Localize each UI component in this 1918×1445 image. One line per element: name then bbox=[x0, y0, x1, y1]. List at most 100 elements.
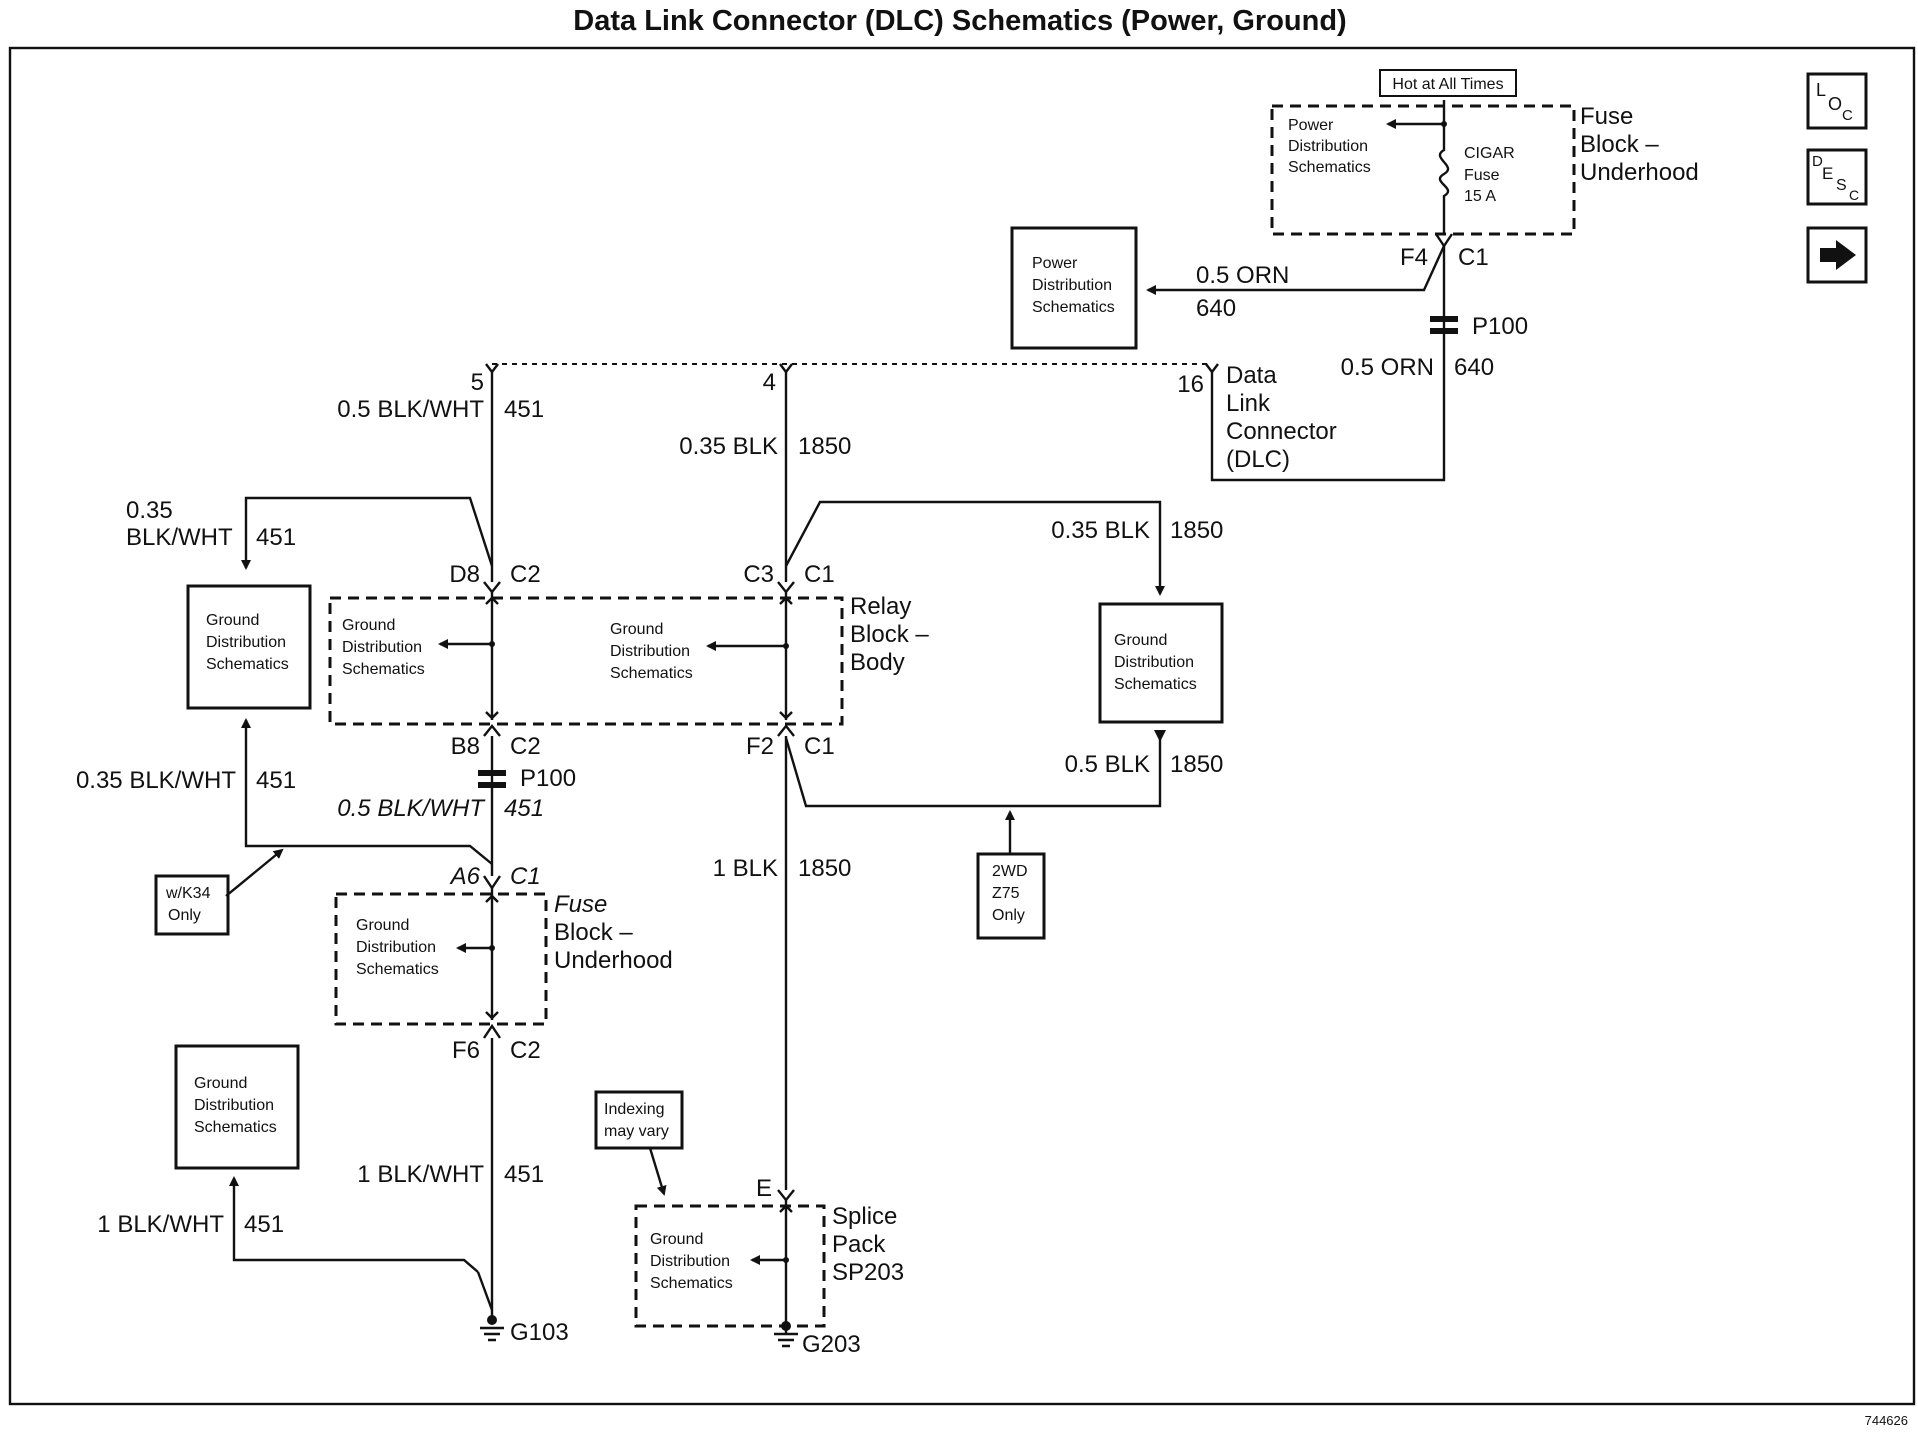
dlc-pin4 bbox=[779, 363, 793, 374]
wire-640-to-dlc bbox=[1210, 246, 1446, 482]
wire-1850-branch-bottom bbox=[784, 730, 1162, 808]
note-2wd-2: Z75 bbox=[992, 885, 1020, 902]
wk34-note-2: Only bbox=[168, 907, 201, 924]
left-branch-bottom-size: 0.35 BLK/WHT bbox=[76, 767, 236, 794]
p100-top-label: P100 bbox=[1472, 313, 1528, 340]
right-branch-top-size: 0.35 BLK bbox=[1051, 517, 1150, 544]
fb-gds-3: Schematics bbox=[356, 961, 439, 978]
indexing-note-2: may vary bbox=[604, 1123, 669, 1140]
p100-top-connector bbox=[1430, 316, 1458, 334]
wire-1850-mid-size: 1 BLK bbox=[713, 855, 778, 882]
fuse-block-top-name-1: Fuse bbox=[1580, 103, 1633, 130]
gds-box-lower-left-3: Schematics bbox=[194, 1119, 277, 1136]
svg-text:Hot at All Times: Hot at All Times bbox=[1392, 76, 1503, 93]
gds-box-left[interactable] bbox=[186, 584, 312, 710]
splice-gds-3: Schematics bbox=[650, 1275, 733, 1292]
right-branch-bottom-size: 0.5 BLK bbox=[1065, 751, 1150, 778]
fuse-label-3: 15 A bbox=[1464, 188, 1496, 205]
connector-d8 bbox=[483, 581, 501, 594]
hot-at-all-times-label: Hot at All Times bbox=[1379, 69, 1517, 97]
fuse-block-top-pds-2: Distribution bbox=[1288, 138, 1368, 155]
gds-box-lower-left-2: Distribution bbox=[194, 1097, 274, 1114]
fuse-block-bottom-name-2: Block – bbox=[554, 919, 633, 946]
wire-451-left-circuit: 451 bbox=[244, 1211, 284, 1238]
wire-1850-branch-top bbox=[784, 500, 1165, 596]
splice-gds-2: Distribution bbox=[650, 1253, 730, 1270]
fuse-label-1: CIGAR bbox=[1464, 145, 1515, 162]
gds-box-left-2: Distribution bbox=[206, 634, 286, 651]
splice-pack-outline bbox=[634, 1204, 826, 1328]
figure-id: 744626 bbox=[1865, 1413, 1908, 1428]
fuse-block-top-name-3: Underhood bbox=[1580, 159, 1699, 186]
relay-gds-mid-2: Distribution bbox=[610, 643, 690, 660]
fuse-label-2: Fuse bbox=[1464, 167, 1500, 184]
conn-a6: C1 bbox=[510, 863, 541, 890]
fuse-block-top-pds-3: Schematics bbox=[1288, 159, 1371, 176]
wire-451-top-circuit: 451 bbox=[504, 396, 544, 423]
gds-box-right-2: Distribution bbox=[1114, 654, 1194, 671]
right-branch-bottom-circuit: 1850 bbox=[1170, 751, 1223, 778]
diagram-frame bbox=[8, 46, 1916, 1406]
wire-640-size: 0.5 ORN bbox=[1196, 262, 1289, 289]
left-branch-circuit: 451 bbox=[256, 524, 296, 551]
next-button[interactable] bbox=[1806, 226, 1868, 284]
dlc-pin16-label: 16 bbox=[1177, 371, 1204, 398]
ground-g103-label: G103 bbox=[510, 1319, 569, 1346]
ground-g203-icon bbox=[774, 1321, 798, 1348]
wk34-note-1: w/K34 bbox=[165, 885, 211, 902]
gds-box-right[interactable] bbox=[1098, 602, 1224, 724]
relay-gds-mid-1: Ground bbox=[610, 621, 663, 638]
relay-block-name-3: Body bbox=[850, 649, 905, 676]
svg-text:O: O bbox=[1828, 94, 1842, 114]
note-2wd-box bbox=[976, 852, 1046, 940]
left-branch-bottom-circuit: 451 bbox=[256, 767, 296, 794]
connector-a6 bbox=[483, 875, 501, 891]
desc-button[interactable]: D E S C bbox=[1806, 148, 1868, 206]
fuse-block-top-outline bbox=[1270, 104, 1576, 236]
gds-box-lower-left-1: Ground bbox=[194, 1075, 247, 1092]
wire-451-mid-size: 0.5 BLK/WHT bbox=[337, 795, 486, 822]
dlc-name-3: Connector bbox=[1226, 418, 1337, 445]
indexing-note-1: Indexing bbox=[604, 1101, 665, 1118]
wire-640-size-2: 0.5 ORN bbox=[1341, 354, 1434, 381]
fuse-block-bottom-name-1: Fuse bbox=[554, 891, 607, 918]
fb-gds-1: Ground bbox=[356, 917, 409, 934]
svg-text:S: S bbox=[1836, 177, 1847, 194]
wire-451-bottom-circuit: 451 bbox=[504, 1161, 544, 1188]
loc-button[interactable]: L O C bbox=[1806, 72, 1868, 130]
wire-451-branch-bottom bbox=[241, 718, 493, 865]
fuse-block-top-pds-1: Power bbox=[1288, 117, 1334, 134]
pds-arrow-top bbox=[1386, 100, 1446, 129]
wire-640-circuit-2: 640 bbox=[1454, 354, 1494, 381]
left-branch-size-2: BLK/WHT bbox=[126, 524, 233, 551]
pin-b8: B8 bbox=[451, 733, 480, 760]
splice-pack-3: SP203 bbox=[832, 1259, 904, 1286]
wire-1850-top-circuit: 1850 bbox=[798, 433, 851, 460]
cigar-fuse-icon bbox=[1438, 124, 1450, 234]
gds-box-right-3: Schematics bbox=[1114, 676, 1197, 693]
relay-gds-left-3: Schematics bbox=[342, 661, 425, 678]
pin-a6: A6 bbox=[449, 863, 481, 890]
wire-451-bottom-size: 1 BLK/WHT bbox=[357, 1161, 484, 1188]
wire-451-left-size: 1 BLK/WHT bbox=[97, 1211, 224, 1238]
connector-e bbox=[777, 1189, 795, 1202]
pin-f6: F6 bbox=[452, 1037, 480, 1064]
splice-pack-1: Splice bbox=[832, 1203, 897, 1230]
diagram-title: Data Link Connector (DLC) Schematics (Po… bbox=[573, 5, 1346, 37]
fuse-block-bottom-name-3: Underhood bbox=[554, 947, 673, 974]
arrow-right-icon bbox=[1820, 240, 1856, 270]
wire-451-left bbox=[229, 1176, 479, 1273]
fuse-block-bottom-outline bbox=[334, 892, 548, 1026]
wire-451-branch-top bbox=[241, 496, 494, 570]
wire-1850-top-size: 0.35 BLK bbox=[679, 433, 778, 460]
gds-box-lower-left[interactable] bbox=[174, 1044, 300, 1170]
note-2wd-1: 2WD bbox=[992, 863, 1028, 880]
connector-b8 bbox=[483, 724, 501, 737]
pin-f2: F2 bbox=[746, 733, 774, 760]
conn-f6: C2 bbox=[510, 1037, 541, 1064]
pin-d8: D8 bbox=[449, 561, 480, 588]
pds-box[interactable] bbox=[1010, 226, 1138, 350]
note-2wd-3: Only bbox=[992, 907, 1025, 924]
wire-640-to-pds bbox=[1146, 245, 1446, 295]
